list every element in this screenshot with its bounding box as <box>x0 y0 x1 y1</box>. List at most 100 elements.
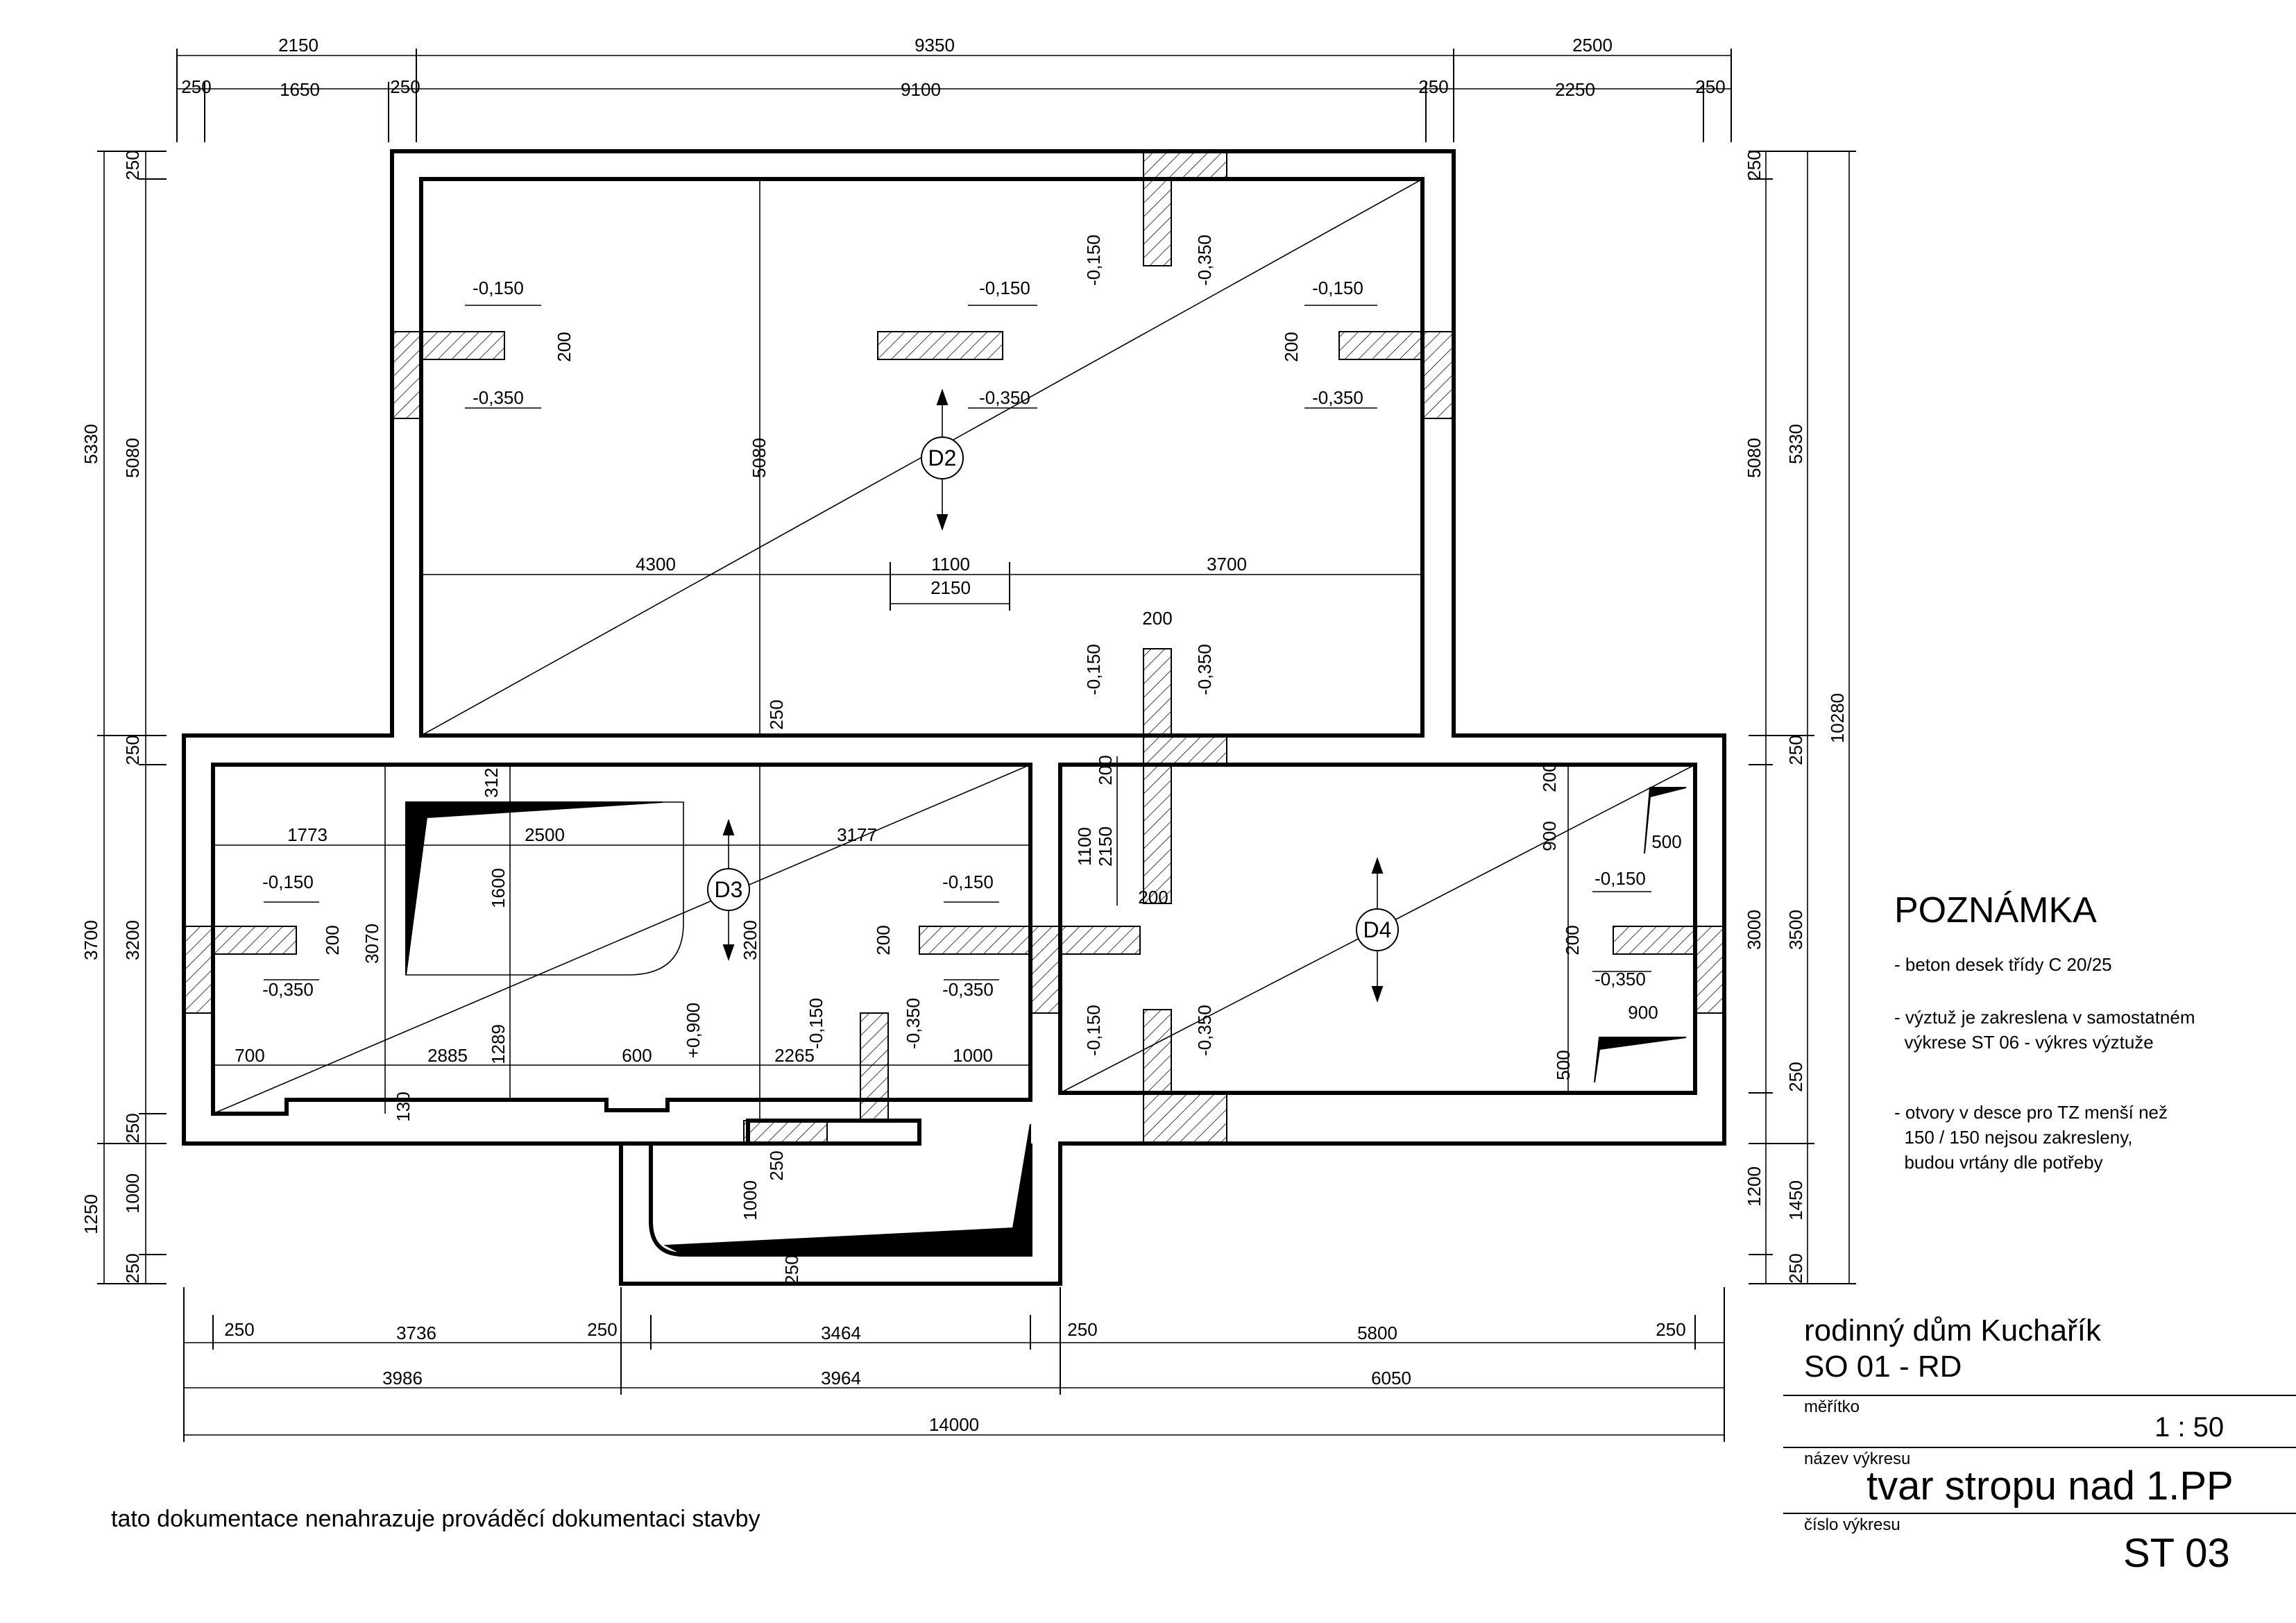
d3-dim-e: 700 <box>235 1045 264 1066</box>
dim-bottom-1: 250 <box>224 1319 254 1340</box>
mid-dim-250: 250 <box>766 699 787 729</box>
dim-left-inner-4: 3200 <box>122 920 143 960</box>
dim-right-outer-1: 5330 <box>1785 424 1806 464</box>
d3-level-plus: +0,900 <box>683 1003 704 1058</box>
d2-level-markers: -0,150 -0,350 -0,150 -0,350 -0,150 -0,35… <box>465 235 1377 409</box>
d2-dim-a: 4300 <box>636 554 676 575</box>
dim-top-row2-3: 250 <box>390 76 420 97</box>
dim-top-2: 9350 <box>915 35 955 56</box>
slab-d2-label: D2 <box>928 445 957 470</box>
dim-right-inner-1: 250 <box>1744 150 1764 180</box>
note-line-5: 150 / 150 nejsou zakresleny, <box>1894 1127 2133 1148</box>
mid-dim-w-top: 200 <box>1142 608 1172 629</box>
drawing-name: tvar stropu nad 1.PP <box>1866 1463 2234 1509</box>
dim-top-row2-1: 250 <box>181 76 211 97</box>
dim-bottom-total: 14000 <box>929 1414 979 1435</box>
d3-level-upper-left: -0,150 <box>262 872 314 892</box>
mid-level-upper: -0,150 <box>1083 644 1104 695</box>
drawing-number-label: číslo výkresu <box>1804 1515 1900 1534</box>
d3-dim-1600: 1600 <box>488 868 509 908</box>
dim-bottom-6: 5800 <box>1357 1323 1397 1343</box>
d2-dim-d: 2150 <box>930 577 971 598</box>
d3-dim-h: 2265 <box>774 1045 815 1066</box>
left-dimensions: 5330 3700 1250 250 5080 250 3200 250 100… <box>80 150 167 1284</box>
d2-dim-b: 1100 <box>931 554 970 575</box>
d4-level-lower-left: -0,350 <box>1194 1005 1215 1056</box>
d3-dim-130: 130 <box>393 1091 414 1121</box>
dim-left-inner-2: 5080 <box>122 438 143 478</box>
d2-level-upper-right: -0,150 <box>1312 278 1363 298</box>
dim-top-row2-6: 2250 <box>1555 79 1595 100</box>
d4-opening-bottom <box>1594 1037 1687 1083</box>
dim-left-inner-5: 250 <box>122 1113 143 1143</box>
d3-dim-312: 312 <box>481 767 502 797</box>
dim-bottom-5: 250 <box>1067 1319 1097 1340</box>
d4-level-lower: -0,350 <box>1595 969 1646 989</box>
note-line-1: - beton desek třídy C 20/25 <box>1894 954 2112 975</box>
dim-bottom-2: 3736 <box>396 1323 436 1343</box>
d3-dim-c: 3177 <box>837 824 877 845</box>
dim-bottom-row2-1: 3986 <box>382 1368 423 1388</box>
scale-value: 1 : 50 <box>2154 1412 2225 1443</box>
slab-d3-label: D3 <box>715 877 743 902</box>
dim-top-row2-7: 250 <box>1695 76 1725 97</box>
d2-dim-200-left: 200 <box>554 332 575 362</box>
stair-void-outline <box>405 801 684 976</box>
top-dimensions: 2150 9350 2500 250 1650 250 9100 250 225… <box>176 35 1732 142</box>
d3-level-lower-left: -0,350 <box>262 979 314 1000</box>
disclaimer: tato dokumentace nenahrazuje prováděcí d… <box>111 1506 760 1532</box>
room-d2-outline <box>419 177 1425 738</box>
middle-beam-dims: 200 -0,150 -0,350 200 1100 2150 200 250 <box>766 608 1215 908</box>
dim-right-outer-2: 3500 <box>1785 910 1806 950</box>
dim-top-row2-2: 1650 <box>280 79 320 100</box>
slab-label-d4: D4 <box>1356 856 1399 1003</box>
dim-right-inner-3: 250 <box>1785 735 1806 765</box>
d3-level-upper-right: -0,150 <box>942 872 994 892</box>
d4-dim-900: 900 <box>1539 821 1560 851</box>
title-rule-3 <box>1783 1513 2296 1514</box>
object-code: SO 01 - RD <box>1804 1350 1962 1384</box>
d4-opening-top <box>1644 787 1687 854</box>
scale-label: měřítko <box>1804 1397 1860 1416</box>
dim-right-inner-4: 3000 <box>1744 910 1764 950</box>
d2-level-lower-mid: -0,350 <box>979 387 1030 408</box>
dim-left-inner-1: 250 <box>122 150 143 180</box>
mid-dim-w2: 200 <box>1095 755 1116 785</box>
dim-right-inner-5: 250 <box>1785 1062 1806 1091</box>
d3-dim-1289: 1289 <box>488 1024 509 1064</box>
d3-dim-200-left: 200 <box>322 925 343 955</box>
title-rule-1 <box>1783 1395 2296 1396</box>
d3-dim-i: 1000 <box>953 1045 993 1066</box>
d3-dim-250-a: 250 <box>766 1150 787 1180</box>
d2-level-upper-mid: -0,150 <box>979 278 1030 298</box>
note-title: POZNÁMKA <box>1894 890 2097 931</box>
note-line-3: výkrese ST 06 - výkres výztuže <box>1894 1032 2154 1053</box>
slab-label-d3: D3 <box>707 818 750 962</box>
dim-left-inner-7: 250 <box>122 1253 143 1283</box>
hatched-beams <box>183 151 1725 1144</box>
d3-internal-dims: 1773 2500 3177 312 1600 3070 3200 1289 7… <box>213 765 1030 1285</box>
d4-dim-500-bottom: 500 <box>1553 1050 1574 1080</box>
dim-left-outer-2: 3700 <box>80 920 101 960</box>
mid-dim-h2: 2150 <box>1095 826 1116 867</box>
d3-diagonal <box>212 764 1031 1114</box>
lower-stair-solid <box>663 1123 1031 1255</box>
title-rule-2 <box>1783 1447 2296 1448</box>
d3-dim-250-b: 250 <box>781 1255 802 1284</box>
dim-right-outer-3: 1450 <box>1785 1180 1806 1221</box>
right-dimensions: 250 5080 250 3000 250 1200 250 5330 3500… <box>1744 150 1856 1284</box>
mid-level-lower: -0,350 <box>1194 644 1215 695</box>
dim-right-inner-6: 1200 <box>1744 1166 1764 1207</box>
dim-top-row2-4: 9100 <box>901 79 941 100</box>
d4-internal-dims: 200 900 500 900 500 -0,150 -0,350 200 -0… <box>1083 762 1682 1093</box>
d4-dim-900-bottom: 900 <box>1628 1002 1658 1023</box>
d3-dim-f: 2885 <box>427 1045 468 1066</box>
dim-bottom-row2-2: 3964 <box>821 1368 861 1388</box>
dim-bottom-3: 250 <box>587 1319 617 1340</box>
d3-level-upper-beam: -0,150 <box>806 998 826 1049</box>
mid-dim-w-bottom: 200 <box>1138 887 1168 908</box>
d2-level-lower-left: -0,350 <box>473 387 524 408</box>
d4-level-upper: -0,150 <box>1595 868 1646 889</box>
dim-right-total: 10280 <box>1827 693 1848 743</box>
